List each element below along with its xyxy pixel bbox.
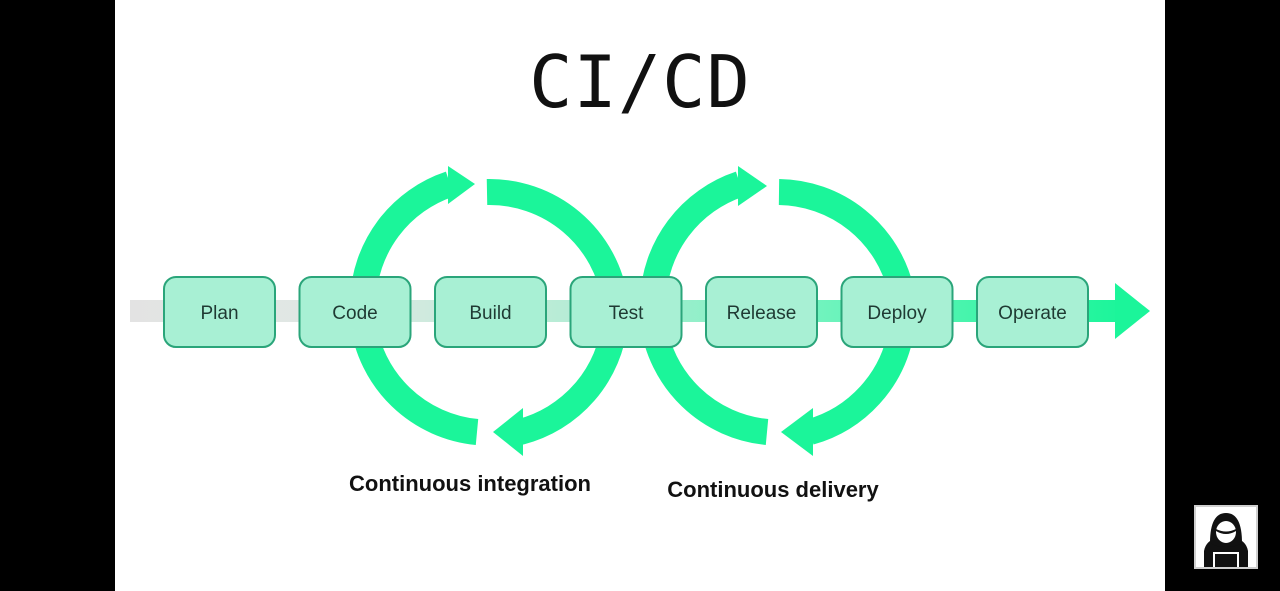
cd-loop-bottom-right-arc [806,329,914,445]
cd-label: Continuous delivery [667,477,879,502]
stage-deploy: Deploy [840,276,954,348]
stage-release: Release [705,276,818,348]
stage-box [705,276,818,348]
slide: CI/CD [115,0,1165,591]
page-title: CI/CD [529,40,751,124]
stage-box [434,276,547,348]
hooded-hacker-icon [1194,505,1258,569]
stage-label: Plan [200,303,238,324]
ci-loop-top-arrow-head [448,166,475,204]
stage-box [840,276,954,348]
stage-plan: Plan [163,276,276,348]
stage-box [163,276,276,348]
stage-box [976,276,1089,348]
stage-test: Test [569,276,683,348]
pipeline-arrow-head [1115,283,1150,339]
stage-label: Release [727,303,797,324]
ci-label: Continuous integration [349,471,591,496]
cd-loop-bottom-arrow-head [781,408,813,456]
stage-label: Code [332,303,377,324]
stage-label: Test [609,303,645,324]
stage-operate: Operate [976,276,1089,348]
cd-loop-top-right-arc [778,179,914,294]
cd-loop-top-arrow-head [738,166,767,206]
stage-code: Code [298,276,412,348]
ci-loop-bottom-arrow-head [493,408,523,456]
stage-boxes: Plan Code Build Test Release Deploy Operate [163,276,1089,348]
stage-label: Deploy [867,303,927,324]
stage-label: Build [469,303,511,324]
stage-build: Build [434,276,547,348]
stage-label: Operate [998,303,1067,324]
stage-box [298,276,412,348]
stage-box [569,276,683,348]
ci-cd-diagram: Plan Code Build Test Release Deploy Operate Co… [130,166,1150,502]
